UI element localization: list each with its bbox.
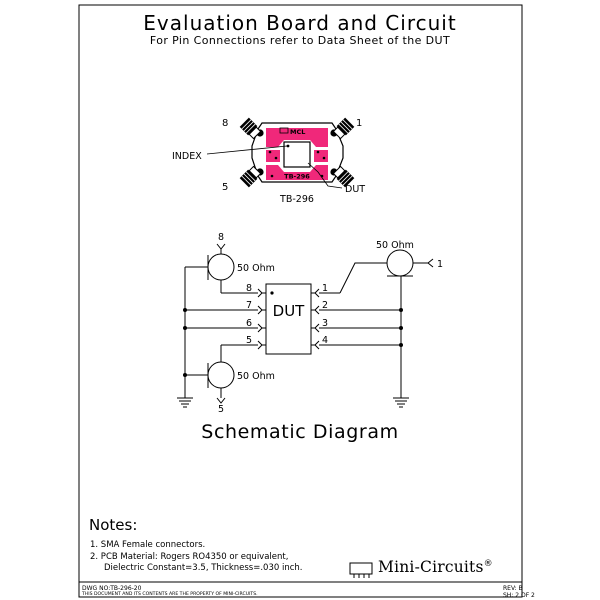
via bbox=[274, 156, 278, 160]
pin-left-1: 8 bbox=[246, 283, 252, 294]
dut-callout: DUT bbox=[345, 184, 365, 195]
via bbox=[316, 150, 320, 154]
ground-symbol-right bbox=[393, 397, 409, 408]
sma-connector-1 bbox=[332, 117, 355, 140]
board-port-8: 8 bbox=[222, 118, 228, 129]
pin-right-3: 3 bbox=[322, 318, 328, 329]
schem-port-5-arrow bbox=[216, 397, 226, 404]
sma-connector-8 bbox=[239, 117, 262, 140]
right-pin-terminals bbox=[311, 288, 320, 350]
schem-port-8-impedance: 50 Ohm bbox=[237, 263, 275, 274]
pcb-logo-text: MCL bbox=[290, 128, 305, 136]
pcb-pad-top-left bbox=[266, 128, 300, 147]
chip-logo-icon bbox=[349, 562, 373, 578]
index-dot bbox=[286, 144, 290, 148]
schem-dut-label: DUT bbox=[273, 302, 306, 320]
schem-port-1-impedance: 50 Ohm bbox=[376, 240, 414, 251]
registered-mark: ® bbox=[483, 559, 493, 569]
notes-heading: Notes: bbox=[89, 516, 138, 534]
revision: REV: B bbox=[503, 585, 523, 592]
pin-right-1: 1 bbox=[322, 283, 328, 294]
schem-port-8-arrow bbox=[216, 243, 226, 250]
drawing-number: DWG NO:TB-296-20 bbox=[82, 585, 142, 592]
board-name: TB-296 bbox=[279, 194, 314, 205]
schematic-title: Schematic Diagram bbox=[201, 421, 399, 443]
index-callout: INDEX bbox=[172, 151, 202, 162]
wire-rf-port-1 bbox=[339, 262, 387, 294]
page-subtitle: For Pin Connections refer to Data Sheet … bbox=[149, 34, 451, 47]
note-item-1: 1. SMA Female connectors. bbox=[90, 540, 206, 550]
ground-symbol-left bbox=[177, 397, 193, 408]
schem-dut-body bbox=[265, 283, 312, 355]
sma-connector-4 bbox=[332, 165, 355, 188]
pcb-label-text: TB-296 bbox=[284, 173, 310, 181]
pcb-pad-mid-left bbox=[266, 150, 280, 162]
mcl-logo-icon bbox=[279, 127, 289, 134]
sma-connector-5 bbox=[239, 165, 262, 188]
schem-port-8-number: 8 bbox=[218, 232, 224, 243]
schem-port-8-symbol bbox=[207, 253, 235, 281]
note-item-2-line-2: Dielectric Constant=3.5, Thickness=.030 … bbox=[104, 563, 303, 573]
schematic-diagram: 8 50 Ohm 50 Ohm 5 bbox=[177, 232, 443, 415]
via bbox=[270, 174, 274, 178]
pcb-pad-bottom-left bbox=[266, 165, 300, 180]
junction-dot bbox=[183, 326, 187, 330]
schem-port-5-symbol bbox=[207, 361, 235, 389]
pin-left-3: 6 bbox=[246, 318, 252, 329]
schem-index-dot bbox=[270, 291, 274, 295]
dut-leader-line bbox=[307, 162, 343, 189]
pcb-pads bbox=[266, 128, 328, 180]
schem-port-1-symbol bbox=[386, 249, 414, 277]
evaluation-board: MCL TB-296 bbox=[172, 117, 365, 205]
index-leader-line bbox=[206, 145, 288, 155]
left-pin-terminals bbox=[257, 288, 266, 350]
schem-port-1-number: 1 bbox=[437, 259, 443, 270]
border-rect bbox=[78, 4, 523, 598]
via bbox=[322, 156, 326, 160]
board-port-5: 5 bbox=[222, 182, 228, 193]
pin-right-2: 2 bbox=[322, 300, 328, 311]
brand-logo: Mini-Circuits® bbox=[378, 558, 493, 577]
pin-left-4: 5 bbox=[246, 335, 252, 346]
schem-port-5-impedance: 50 Ohm bbox=[237, 371, 275, 382]
brand-name: Mini-Circuits bbox=[378, 558, 484, 577]
pcb-pad-top-right bbox=[294, 128, 328, 147]
pin-left-2: 7 bbox=[246, 300, 252, 311]
sheet-frame bbox=[78, 4, 523, 598]
schem-port-1-arrow bbox=[427, 258, 434, 268]
junction-dot bbox=[183, 308, 187, 312]
note-item-2-line-1: 2. PCB Material: Rogers RO4350 or equiva… bbox=[90, 552, 289, 562]
pcb-pad-bottom-right bbox=[294, 165, 328, 180]
pin-right-4: 4 bbox=[322, 335, 328, 346]
sheet-number: SH: 2 OF 2 bbox=[503, 592, 535, 599]
via bbox=[268, 150, 272, 154]
schem-port-5-number: 5 bbox=[218, 404, 224, 415]
board-port-1: 1 bbox=[356, 118, 362, 129]
junction-dot bbox=[183, 373, 187, 377]
property-notice: THIS DOCUMENT AND ITS CONTENTS ARE THE P… bbox=[82, 592, 258, 597]
pcb-pad-mid-right bbox=[314, 150, 328, 162]
page-title: Evaluation Board and Circuit bbox=[143, 11, 457, 35]
